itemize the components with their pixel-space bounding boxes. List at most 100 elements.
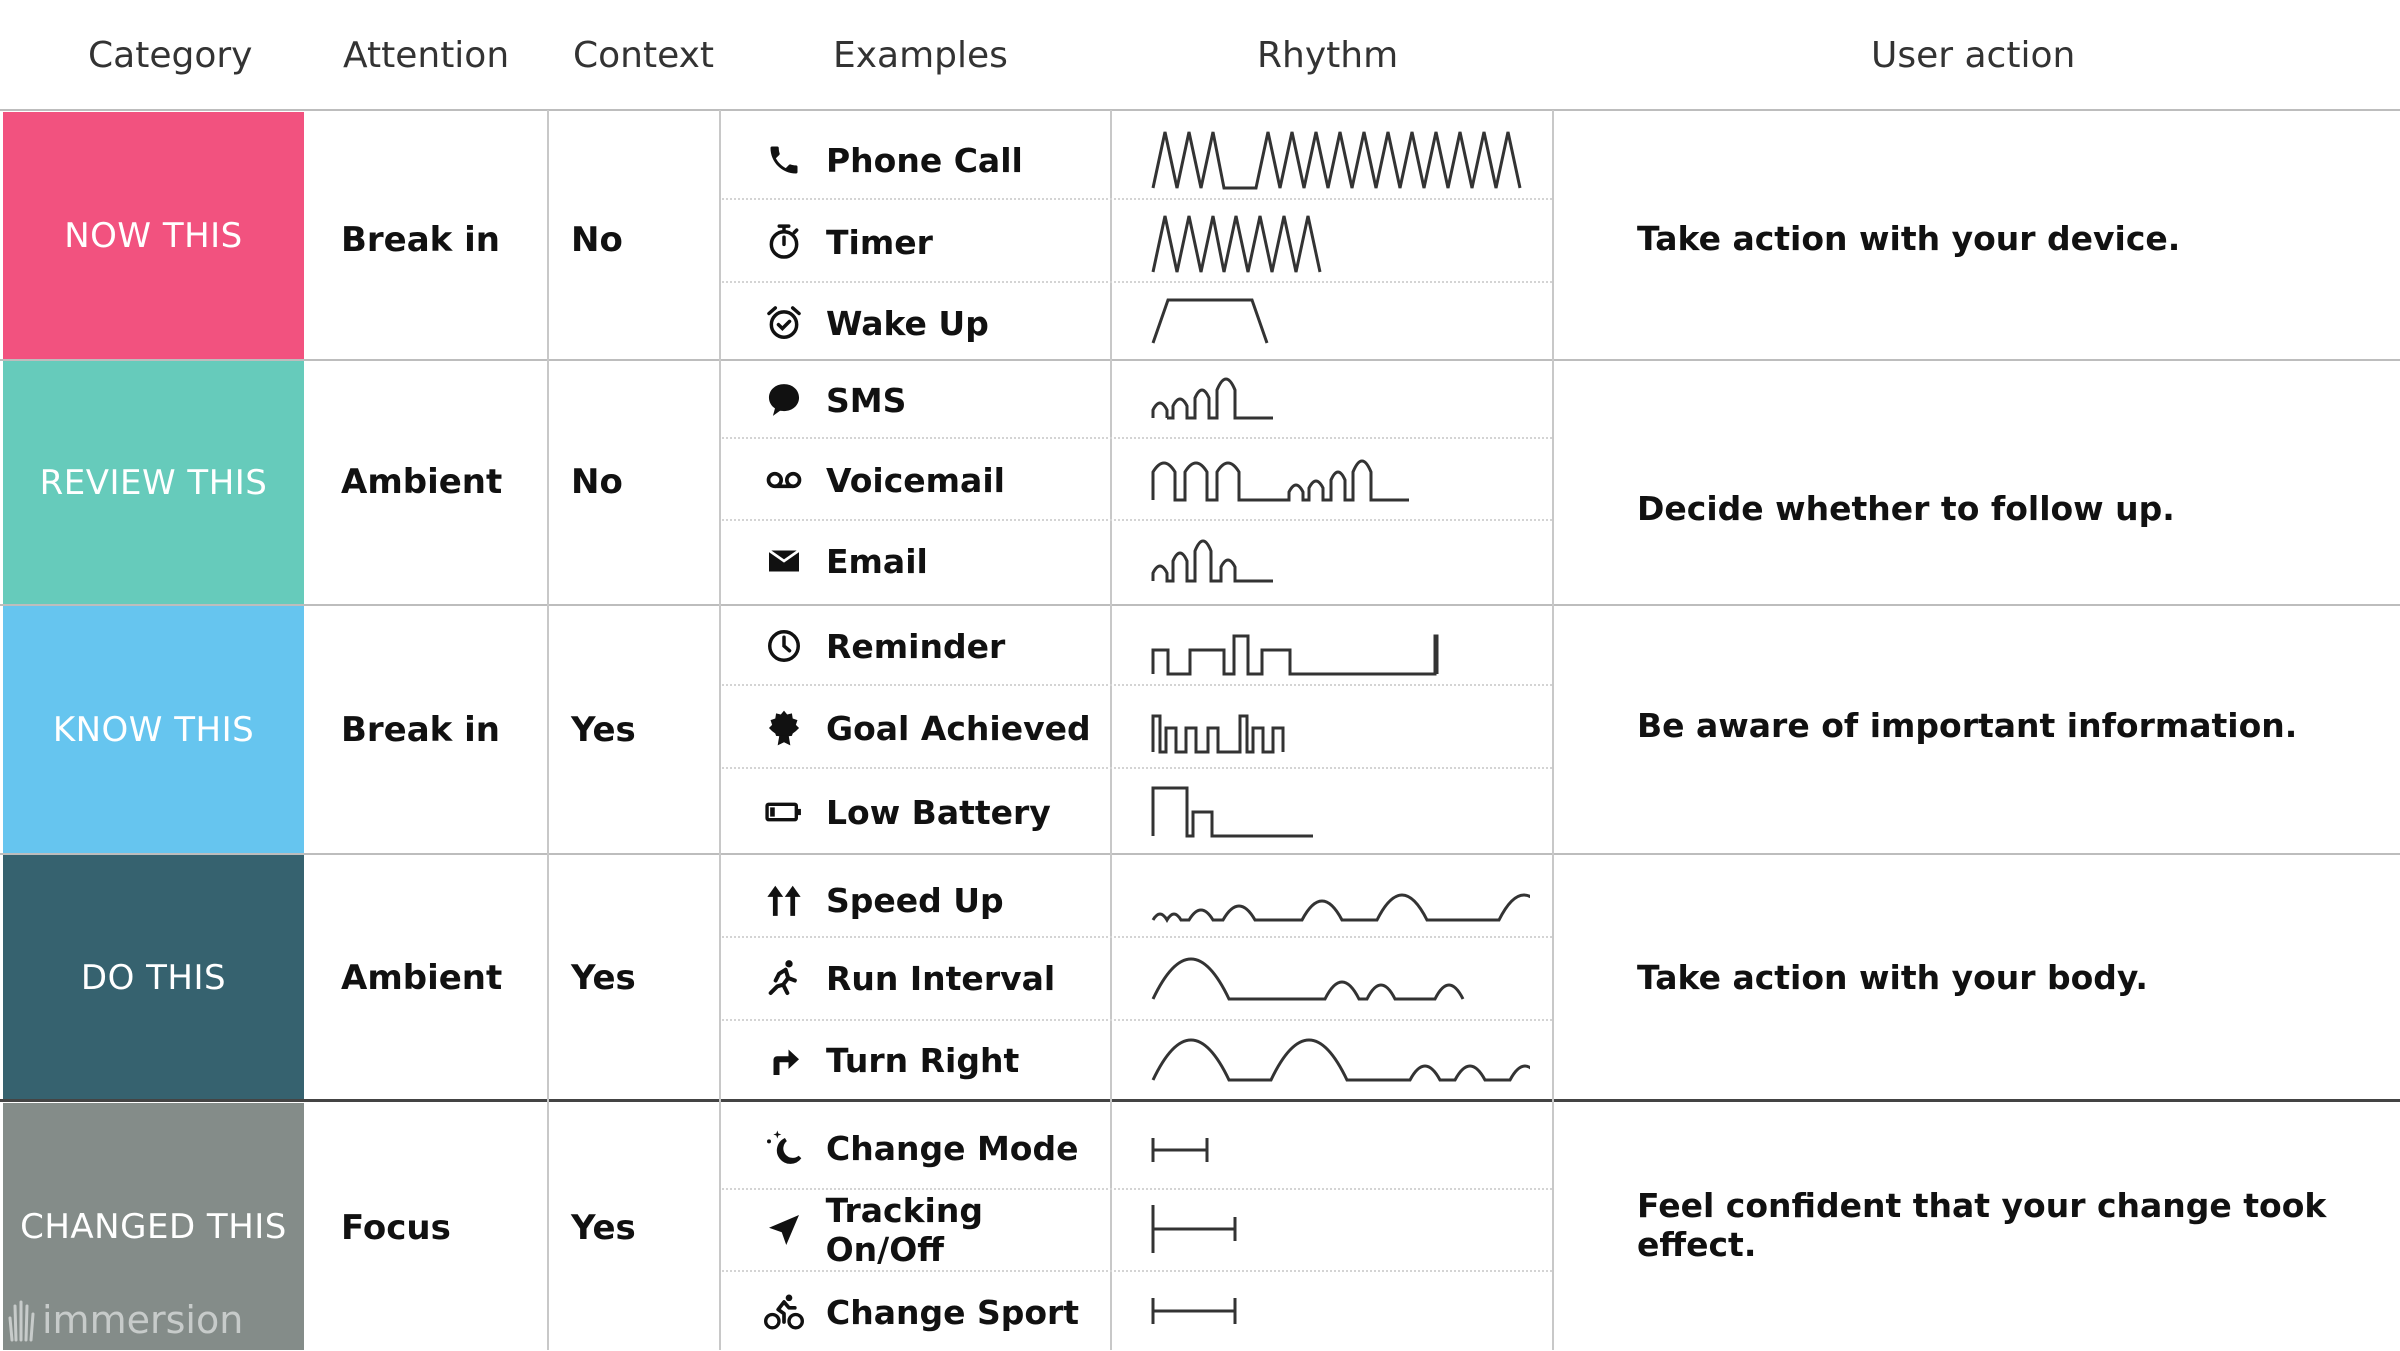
stopwatch-icon (764, 222, 804, 262)
column-divider (719, 110, 721, 1350)
rhythm-low-battery (1151, 786, 1313, 838)
rhythm-phone-call (1151, 131, 1522, 190)
category-do-this: DO THIS (3, 855, 304, 1100)
category-now-this: NOW THIS (3, 112, 304, 360)
example-label: Wake Up (826, 303, 989, 343)
user-action-cell: Feel confident that your change took eff… (1637, 1186, 2327, 1264)
turn-right-arrow-icon (764, 1040, 804, 1080)
chat-bubble-icon (764, 380, 804, 420)
rhythm-voicemail (1151, 459, 1409, 502)
example-reminder: Reminder (722, 616, 1110, 676)
example-separator (722, 1270, 1552, 1272)
section-divider (0, 1099, 2400, 1102)
column-divider (1110, 110, 1112, 1350)
battery-low-icon (764, 792, 804, 832)
envelope-icon (764, 541, 804, 581)
rhythm-tracking-on-off (1151, 1205, 1237, 1253)
context-cell: Yes (571, 710, 636, 750)
example-separator (722, 1188, 1552, 1190)
column-divider (547, 110, 549, 1350)
rhythm-goal-achieved (1151, 714, 1285, 754)
rhythm-run-interval (1151, 957, 1465, 1001)
example-separator (722, 1019, 1552, 1021)
example-label: Reminder (826, 626, 1006, 666)
example-label: Voicemail (826, 460, 1005, 500)
example-voicemail: Voicemail (722, 450, 1110, 510)
example-label: SMS (826, 380, 907, 420)
voicemail-icon (764, 460, 804, 500)
user-action-cell: Be aware of important information. (1637, 705, 2298, 745)
example-label: Timer (826, 222, 933, 262)
example-label: Low Battery (826, 792, 1051, 832)
context-cell: No (571, 220, 623, 260)
example-email: Email (722, 531, 1110, 591)
header-examples: Examples (833, 34, 1008, 76)
example-separator (722, 684, 1552, 686)
header-rhythm: Rhythm (1257, 34, 1399, 76)
example-separator (722, 281, 1552, 283)
example-separator (722, 198, 1552, 200)
example-label: Turn Right (826, 1040, 1020, 1080)
hand-logo-icon (6, 1298, 36, 1342)
attention-cell: Focus (341, 1208, 451, 1248)
rhythm-speed-up (1151, 893, 1530, 923)
example-timer: Timer (722, 212, 1110, 272)
phone-icon (764, 140, 804, 180)
example-change-sport: Change Sport (722, 1282, 1110, 1342)
header-divider (0, 109, 2400, 111)
example-low-battery: Low Battery (722, 782, 1110, 842)
category-review-this: REVIEW THIS (3, 361, 304, 604)
immersion-logo: immersion (6, 1298, 243, 1342)
runner-icon (764, 958, 804, 998)
example-label: Speed Up (826, 880, 1004, 920)
example-label: Change Mode (826, 1128, 1079, 1168)
example-goal-achieved: Goal Achieved (722, 698, 1110, 758)
example-separator (722, 519, 1552, 521)
category-changed-this: CHANGED THIS (3, 1103, 304, 1350)
example-sms: SMS (722, 370, 1110, 430)
column-divider (1552, 110, 1554, 1350)
example-tracking-on-off: Tracking On/Off (722, 1191, 1110, 1269)
attention-cell: Ambient (341, 958, 503, 998)
rhythm-sms (1151, 377, 1273, 420)
clock-icon (764, 626, 804, 666)
header-attention: Attention (343, 34, 510, 76)
example-label: Tracking On/Off (825, 1191, 983, 1269)
cyclist-icon (764, 1292, 804, 1332)
alarm-clock-icon (764, 303, 804, 343)
example-run-interval: Run Interval (722, 948, 1110, 1008)
context-cell: Yes (571, 958, 636, 998)
example-label: Change Sport (826, 1292, 1080, 1332)
row-divider (0, 359, 2400, 361)
row-divider (0, 853, 2400, 855)
user-action-cell: Take action with your device. (1637, 218, 2181, 258)
header-user-action: User action (1871, 34, 2076, 76)
example-separator (722, 437, 1552, 439)
context-cell: Yes (571, 1208, 636, 1248)
example-label: Goal Achieved (826, 708, 1091, 748)
example-label: Email (826, 541, 928, 581)
example-change-mode: Change Mode (722, 1118, 1110, 1178)
header-context: Context (573, 34, 715, 76)
attention-cell: Ambient (341, 462, 503, 502)
user-action-cell: Take action with your body. (1637, 957, 2148, 997)
example-separator (722, 936, 1552, 938)
moon-stars-icon (764, 1128, 804, 1168)
rhythm-wake-up (1151, 298, 1269, 344)
category-know-this: KNOW THIS (3, 606, 304, 854)
example-turn-right: Turn Right (722, 1030, 1110, 1090)
rhythm-change-sport (1151, 1298, 1237, 1324)
row-divider (0, 604, 2400, 606)
header-category: Category (88, 34, 253, 76)
award-ribbon-icon (764, 708, 804, 748)
example-separator (722, 767, 1552, 769)
attention-cell: Break in (341, 710, 500, 750)
double-arrow-up-icon (764, 880, 804, 920)
rhythm-reminder (1151, 634, 1439, 676)
example-label: Run Interval (826, 958, 1056, 998)
example-speed-up: Speed Up (722, 870, 1110, 930)
logo-text: immersion (42, 1298, 244, 1342)
user-action-cell: Decide whether to follow up. (1637, 488, 2175, 528)
rhythm-timer (1151, 215, 1322, 273)
example-phone-call: Phone Call (722, 130, 1110, 190)
